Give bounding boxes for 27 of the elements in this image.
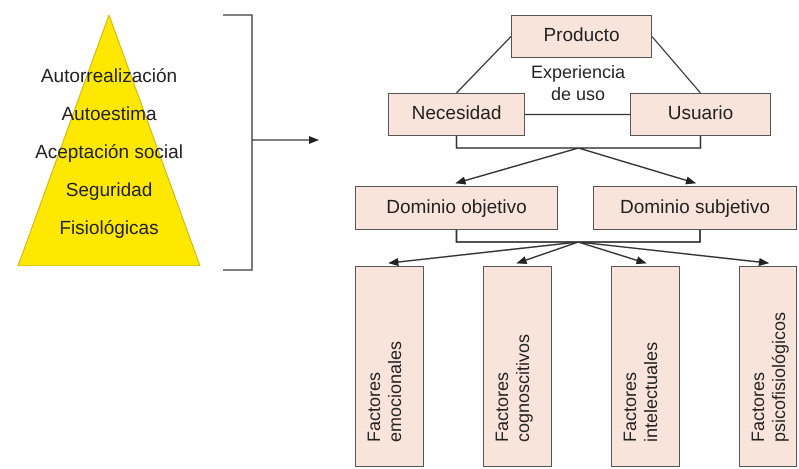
bracket-arrow	[222, 14, 319, 271]
concept-box	[388, 93, 525, 136]
concept-box	[630, 93, 771, 136]
factor-box	[611, 266, 680, 467]
factor-label: Factores emocionales	[364, 340, 406, 442]
factor-box	[355, 266, 424, 467]
box-label: Producto	[543, 24, 620, 48]
connector-line	[525, 114, 630, 116]
concept-box	[511, 15, 652, 58]
factor-label: Factores cognoscitivos	[492, 332, 534, 442]
box-label: Usuario	[668, 102, 734, 126]
box-label: Necesidad	[412, 102, 502, 126]
concept-box	[355, 186, 558, 230]
factor-label: Factores psicofisiológicos	[748, 310, 790, 442]
connector-line	[652, 36, 701, 94]
factor-box	[483, 266, 552, 467]
concept-box	[593, 186, 797, 230]
arrow	[578, 230, 769, 266]
level-label: Fisiológicas	[59, 217, 159, 241]
relation-label: Experiencia de uso	[530, 61, 626, 105]
box-label: Dominio subjetivo	[620, 196, 770, 220]
level-label: Seguridad	[66, 179, 152, 203]
box-label: Dominio objetivo	[386, 196, 527, 220]
factor-box	[739, 266, 797, 467]
connector-line	[456, 36, 512, 94]
arrow	[578, 136, 702, 184]
factor-label: Factores intelectuales	[620, 340, 662, 442]
